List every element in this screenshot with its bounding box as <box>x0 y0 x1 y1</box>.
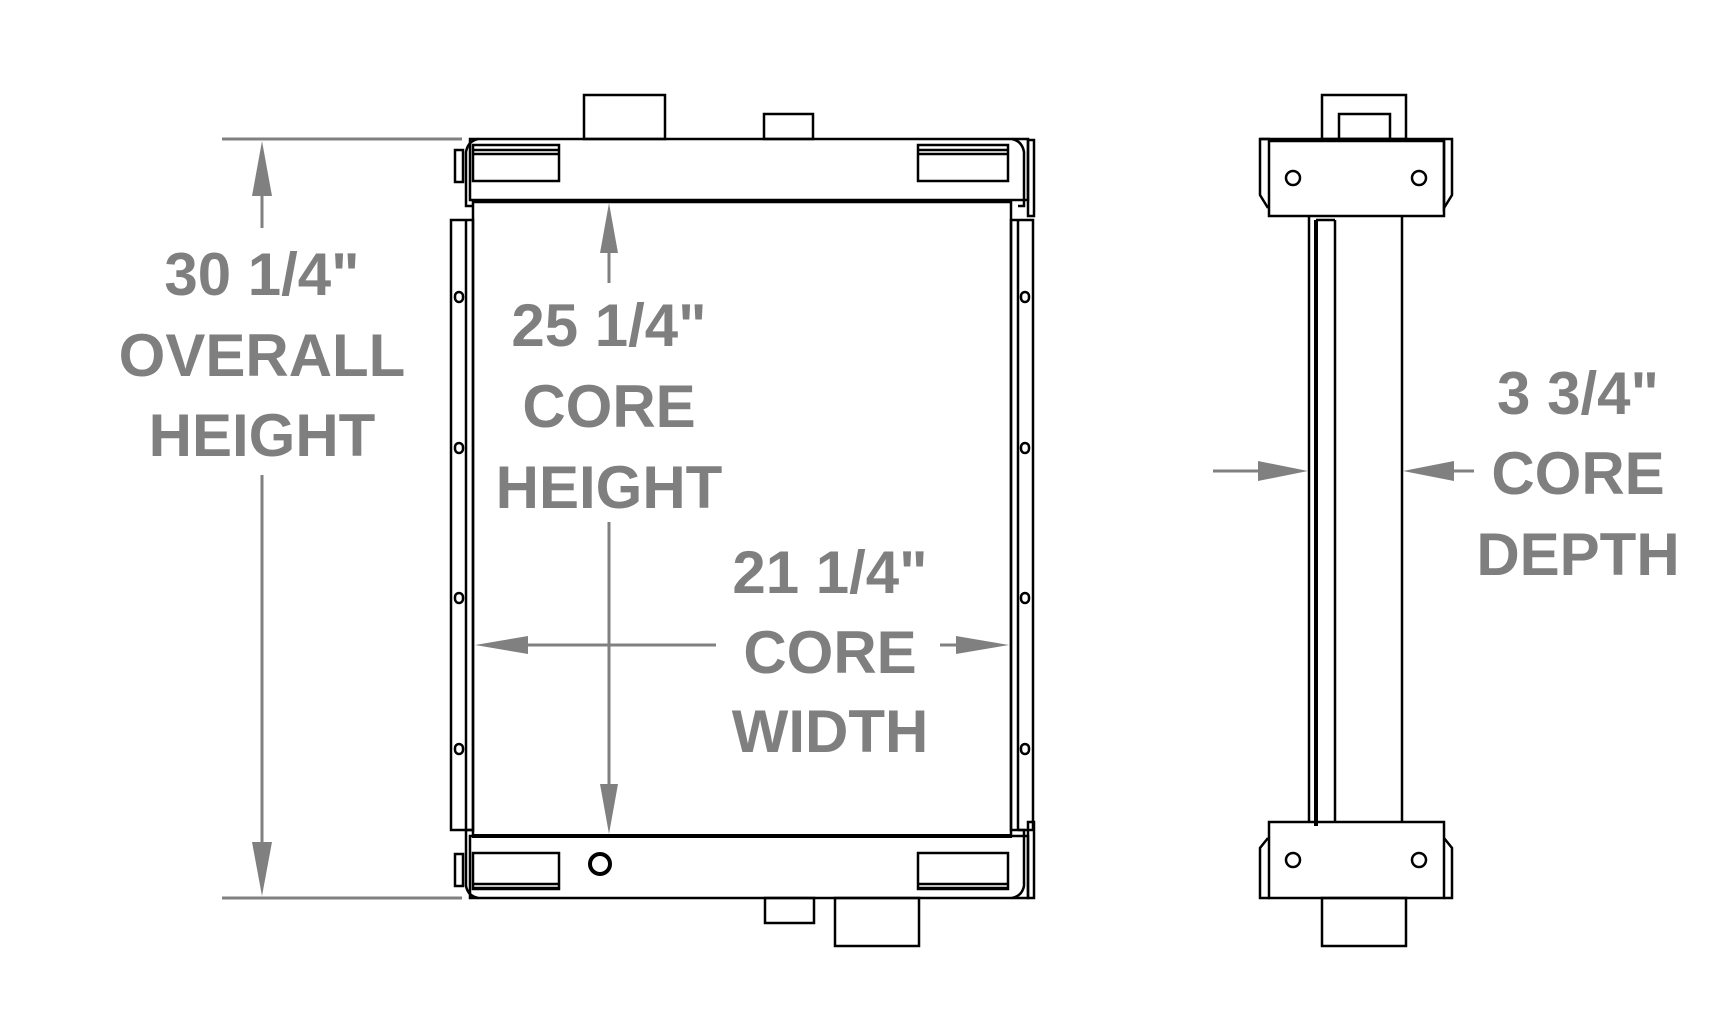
core-height-dimension: 25 1/4" CORE HEIGHT <box>496 203 723 834</box>
side-top-bracket <box>1267 139 1446 218</box>
bracket-bolt-hole <box>1284 169 1302 187</box>
drain-plug <box>588 852 612 876</box>
side-top-pipe <box>1320 93 1408 141</box>
top-tank <box>468 137 1030 202</box>
left-side-rail <box>449 218 475 832</box>
arrow-left-icon <box>475 636 528 654</box>
overall-height-dimension: 30 1/4" OVERALL HEIGHT <box>119 137 462 900</box>
arrow-right-icon <box>956 636 1009 654</box>
core-width-label-1: CORE <box>743 619 916 686</box>
arrow-right-icon <box>1258 461 1308 481</box>
overall-height-label-2: HEIGHT <box>149 402 376 469</box>
side-bottom-bracket <box>1267 820 1446 900</box>
arrow-down-icon <box>600 784 618 834</box>
arrow-down-icon <box>252 842 272 896</box>
arrow-left-icon <box>1403 461 1454 481</box>
top-filler-neck <box>762 112 815 141</box>
core-width-dimension: 21 1/4" CORE WIDTH <box>475 539 1009 765</box>
side-view <box>1258 93 1454 948</box>
bracket-bolt-hole <box>1410 169 1428 187</box>
arrow-up-icon <box>252 141 272 196</box>
left-rail-holes <box>453 290 465 756</box>
bottom-outlet-small <box>763 896 816 925</box>
core-height-value: 25 1/4" <box>511 292 706 359</box>
core-depth-value: 3 3/4" <box>1497 360 1659 427</box>
bottom-outlet-pipe <box>833 896 921 948</box>
overall-height-value: 30 1/4" <box>164 241 359 308</box>
core-depth-dimension: 3 3/4" CORE DEPTH <box>1213 360 1680 588</box>
bracket-bolt-hole <box>1410 851 1428 869</box>
core-depth-label-2: DEPTH <box>1476 521 1679 588</box>
core-height-label-2: HEIGHT <box>496 454 723 521</box>
overall-height-label-1: OVERALL <box>119 322 406 389</box>
front-view <box>449 93 1036 948</box>
bracket-bolt-hole <box>1284 851 1302 869</box>
right-side-rail <box>1009 218 1035 832</box>
top-inlet-pipe <box>582 93 667 141</box>
arrow-up-icon <box>600 203 618 253</box>
core-width-label-2: WIDTH <box>732 698 929 765</box>
core-width-value: 21 1/4" <box>732 539 927 606</box>
core-depth-label-1: CORE <box>1491 440 1664 507</box>
core-height-label-1: CORE <box>522 373 695 440</box>
right-rail-holes <box>1019 290 1031 756</box>
side-bottom-pipe <box>1320 896 1408 948</box>
